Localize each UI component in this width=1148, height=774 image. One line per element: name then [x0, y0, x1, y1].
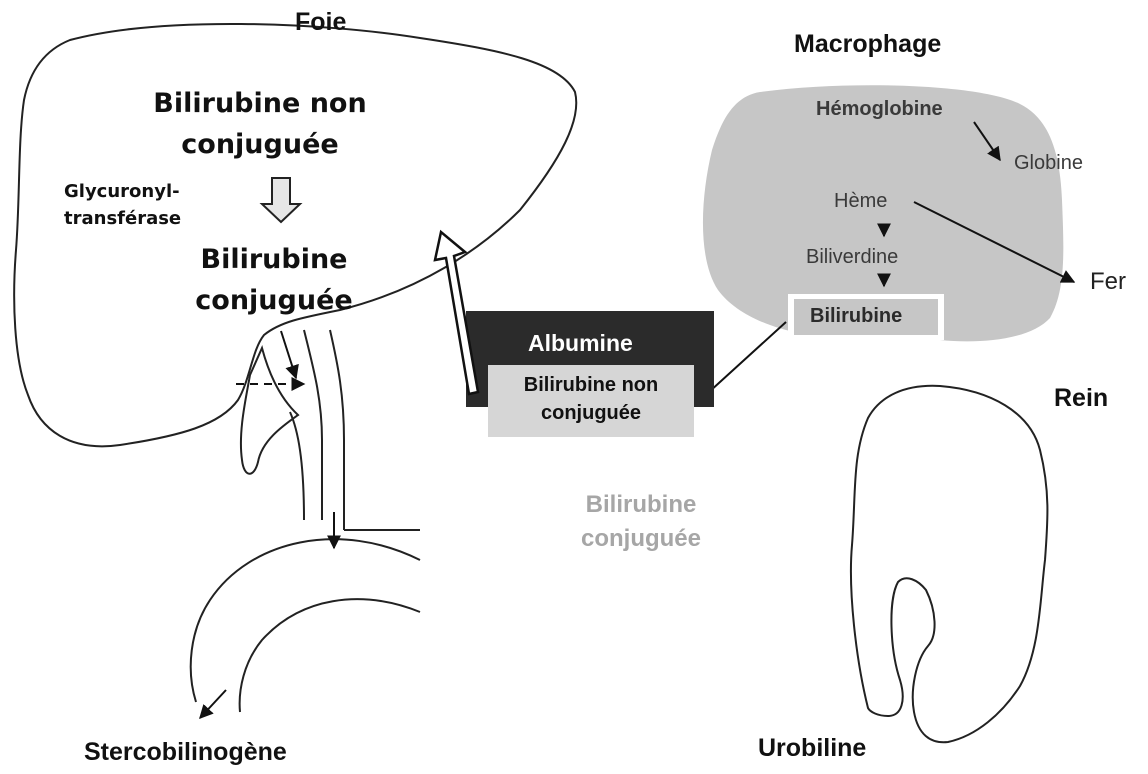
liver-title: Foie — [295, 8, 346, 37]
circulating-conjugated-label: Bilirubine conjuguée — [548, 488, 734, 555]
iron-label: Fer — [1090, 268, 1126, 296]
stool-product-label: Stercobilinogène — [84, 738, 287, 767]
biliverdin-label: Biliverdine — [806, 246, 898, 269]
liver-conjugated-label: Bilirubine conjuguée — [186, 240, 362, 321]
globin-label: Globine — [1014, 152, 1083, 175]
bound-bilirubin-label: Bilirubine non conjuguée — [488, 371, 694, 427]
urine-product-label: Urobiline — [758, 734, 866, 763]
macrophage-title: Macrophage — [794, 30, 941, 59]
bile-duct-wall — [330, 330, 344, 530]
hemoglobin-label: Hémoglobine — [816, 98, 943, 121]
intestine-inner — [240, 599, 420, 712]
macrophage-bilirubin-label: Bilirubine — [810, 305, 902, 328]
kidney-title: Rein — [1054, 384, 1108, 413]
conjugated-to-duct-arrow — [281, 331, 296, 378]
bile-duct-pancreatic — [290, 412, 304, 520]
kidney-outline — [851, 386, 1047, 742]
bile-duct — [304, 330, 322, 520]
liver-unconjugated-label: Bilirubine non conjuguée — [148, 84, 372, 165]
enzyme-label: Glycuronyl-transférase — [64, 178, 212, 232]
stool-arrow — [200, 690, 226, 718]
intestine-outer — [191, 539, 420, 702]
albumin-label: Albumine — [528, 330, 633, 356]
heme-label: Hème — [834, 190, 887, 213]
